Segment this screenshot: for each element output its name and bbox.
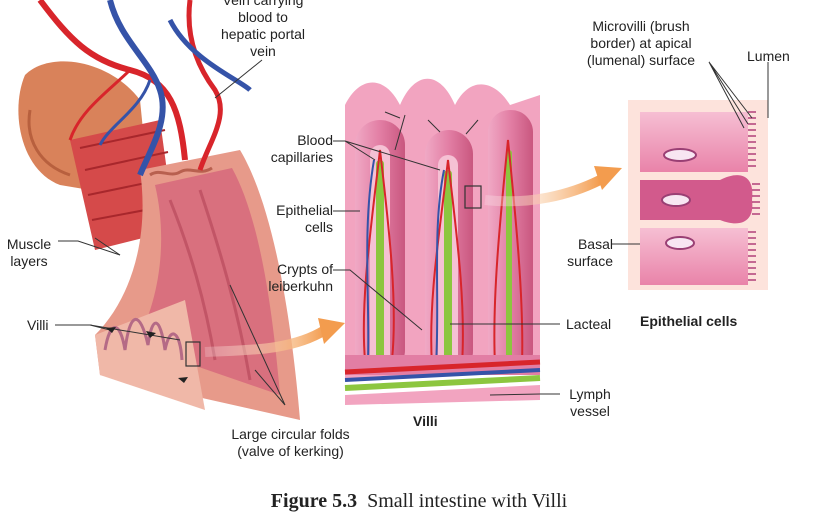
magnify-box-left: [185, 341, 201, 367]
label-lacteal: Lacteal: [566, 316, 612, 332]
label-crypts: Crypts of leiberkuhn: [268, 261, 333, 294]
left-arrowheads: [106, 327, 188, 383]
label-vein: Vein carrying blood to hepatic portal ve…: [220, 0, 306, 59]
left-leader-lines: [55, 59, 286, 406]
label-circular-folds: Large circular folds (valve of kerking): [231, 426, 350, 459]
label-basal-surface: Basal surface: [567, 236, 613, 269]
center-leader-lines: [333, 111, 560, 396]
label-lumen: Lumen: [747, 48, 790, 64]
label-microvilli: Microvilli (brush border) at apical (lum…: [586, 18, 696, 68]
label-epithelial-cells-right: Epithelial cells: [640, 313, 738, 329]
label-blood-capillaries: Blood capillaries: [270, 132, 333, 165]
label-villi-left: Villi: [27, 317, 49, 333]
figure-caption: Figure 5.3 Small intestine with Villi: [0, 490, 838, 513]
arrow-to-cells: [594, 166, 622, 190]
caption-text: Small intestine with Villi: [367, 490, 568, 512]
magnify-box-center: [464, 185, 482, 209]
right-leader-lines: [612, 61, 769, 245]
label-muscle-layers: Muscle layers: [6, 236, 52, 269]
label-lymph-vessel: Lymph vessel: [569, 386, 611, 419]
label-villi-center: Villi: [413, 413, 438, 429]
epithelial-cells-illustration: [628, 100, 768, 290]
arrow-to-villi: [318, 318, 345, 344]
label-epithelial-cells-mid: Epithelial cells: [276, 202, 333, 235]
villi-block-illustration: [344, 78, 622, 405]
caption-number: Figure 5.3: [270, 490, 358, 512]
